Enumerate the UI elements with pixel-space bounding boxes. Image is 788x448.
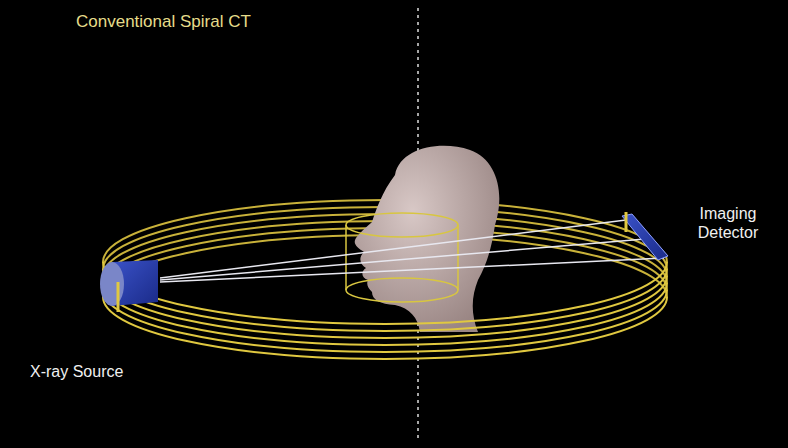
x-ray-source (100, 260, 158, 312)
scan-volume-side (457, 225, 459, 290)
spiral-path-front (103, 262, 667, 359)
diagram-title: Conventional Spiral CT (76, 12, 251, 32)
scan-volume-bottom (346, 278, 458, 302)
scan-volume-top (346, 213, 458, 237)
imaging-detector (622, 212, 668, 260)
part-label: Imaging Detector (676, 204, 780, 242)
scan-volume-side (345, 225, 347, 290)
x-ray-beam (160, 220, 664, 282)
part-label: X-ray Source (30, 362, 123, 381)
